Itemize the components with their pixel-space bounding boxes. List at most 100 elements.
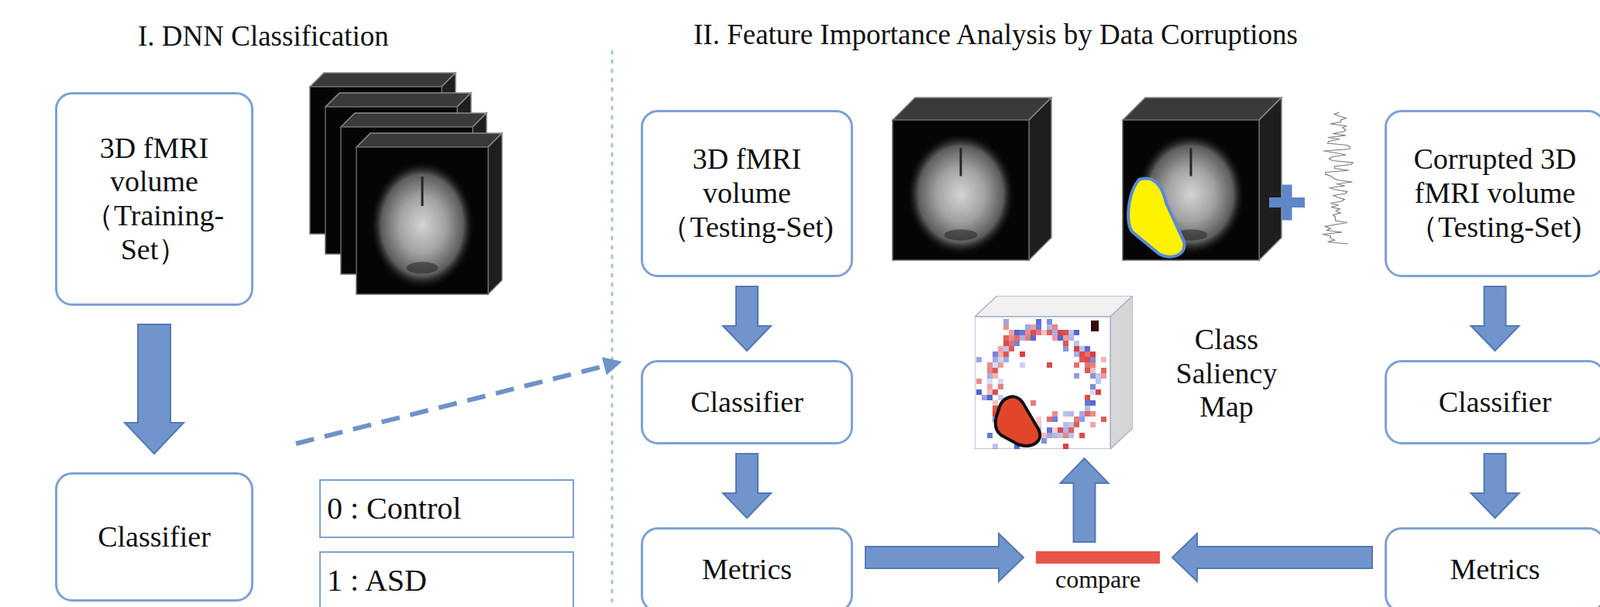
saliency-pixel [1090,411,1096,417]
saliency-pixel [1052,330,1058,336]
node-text: Classifier [690,385,804,420]
saliency-pixel [1025,330,1031,336]
saliency-pixel [1046,433,1053,439]
brain-notch [944,229,978,241]
saliency-pixel [1084,411,1091,417]
saliency-pixel [1063,433,1069,439]
saliency-pixel [1079,433,1085,439]
brain-volume-cube [892,97,1052,261]
saliency-pixel [1046,319,1053,325]
connector [295,357,623,444]
saliency-pixel [997,384,1004,390]
section-title-text: II. Feature Importance Analysis by Data … [693,18,1298,52]
saliency-pixel [1079,346,1085,352]
saliency-pixel [1057,330,1064,336]
saliency-pixel [1052,433,1058,439]
cube-front-face [1122,120,1260,261]
arrow-head [602,357,623,376]
block-arrow [1471,454,1520,519]
saliency-pixel [1030,400,1036,407]
saliency-pixel [987,433,993,439]
saliency-pixel [1063,427,1069,434]
saliency-pixel [1073,373,1080,379]
saliency-pixel [1003,340,1009,347]
connector [722,286,771,351]
process-box: Classifier [1384,360,1600,445]
saliency-pixel [1052,335,1058,341]
brain-notch [406,261,439,274]
saliency-pixel [1030,335,1036,341]
saliency-pixel [1041,330,1047,336]
saliency-pixel [1063,411,1069,417]
saliency-pixel [1073,416,1080,423]
connector [1471,286,1520,351]
saliency-pixel [1101,373,1107,379]
node-text: 1 : ASD [326,563,427,599]
cube-top-face [974,295,1133,317]
saliency-pixel [1019,330,1026,336]
brain-slice [371,161,475,289]
saliency-pixel [997,346,1004,352]
connector [1471,454,1520,519]
saliency-pixel [1095,373,1102,379]
saliency-pixel [1084,351,1091,358]
saliency-pixel [1084,362,1091,369]
section-title: II. Feature Importance Analysis by Data … [693,18,1298,52]
saliency-pixel [987,362,993,369]
cube-top-face [356,133,503,148]
saliency-pixel [1046,362,1053,369]
saliency-pixel [1019,335,1026,341]
saliency-pixel [997,357,1004,363]
saliency-pixel [981,395,988,401]
saliency-pixel [1084,368,1091,374]
saliency-pixel [1008,340,1015,347]
saliency-pixel [1079,351,1085,358]
cube-top-face [892,97,1052,121]
saliency-pixel [1008,346,1015,352]
saliency-pixel [1035,319,1042,325]
node-text: Corrupted 3D fMRI volume （Testing-Set) [1403,142,1587,245]
saliency-pixel [1095,389,1102,396]
saliency-pixel [1014,340,1020,347]
process-box: Metrics [1384,527,1600,607]
saliency-pixel [1057,427,1064,434]
node-text: 3D fMRI volume （Training-Set） [79,131,230,268]
saliency-pixel [1057,433,1064,439]
noise-signal [1322,112,1353,245]
saliency-pixel [1095,378,1102,385]
saliency-pixel [1101,357,1107,363]
saliency-pixel [1084,406,1091,412]
saliency-pixel [1068,422,1074,428]
class-label-box: 0 : Control [319,479,575,539]
section-title: I. DNN Classification [137,20,389,54]
node-text: 0 : Control [326,491,462,527]
saliency-pixel [1101,416,1107,423]
process-box: Classifier [55,472,254,603]
saliency-pixel [1046,427,1053,434]
class-label-box: 1 : ASD [319,551,575,607]
saliency-pixel [987,378,993,385]
saliency-pixel [1008,335,1015,341]
saliency-pixel [1063,443,1069,450]
node-text: compare [1055,567,1141,594]
cube-front-face [892,120,1029,261]
process-box: 3D fMRI volume （Testing-Set) [640,110,854,278]
saliency-pixel [1079,411,1085,417]
saliency-pixel [992,357,998,363]
saliency-pixel [1052,427,1058,434]
saliency-pixel [1003,357,1009,363]
node-text: Metrics [1449,553,1540,588]
block-arrow [1172,533,1373,582]
saliency-pixel [1019,351,1026,358]
saliency-pixel [997,378,1004,385]
process-box: Classifier [640,360,854,445]
saliency-pixel [1025,324,1031,331]
saliency-pixel [1090,373,1096,379]
saliency-pixel [1073,346,1080,352]
cube-top-face [309,72,456,87]
block-arrow [1471,286,1520,351]
saliency-pixel [1052,324,1058,331]
saliency-pixel [1019,362,1026,369]
saliency-pixel [1084,395,1091,401]
saliency-pixel [992,351,998,358]
